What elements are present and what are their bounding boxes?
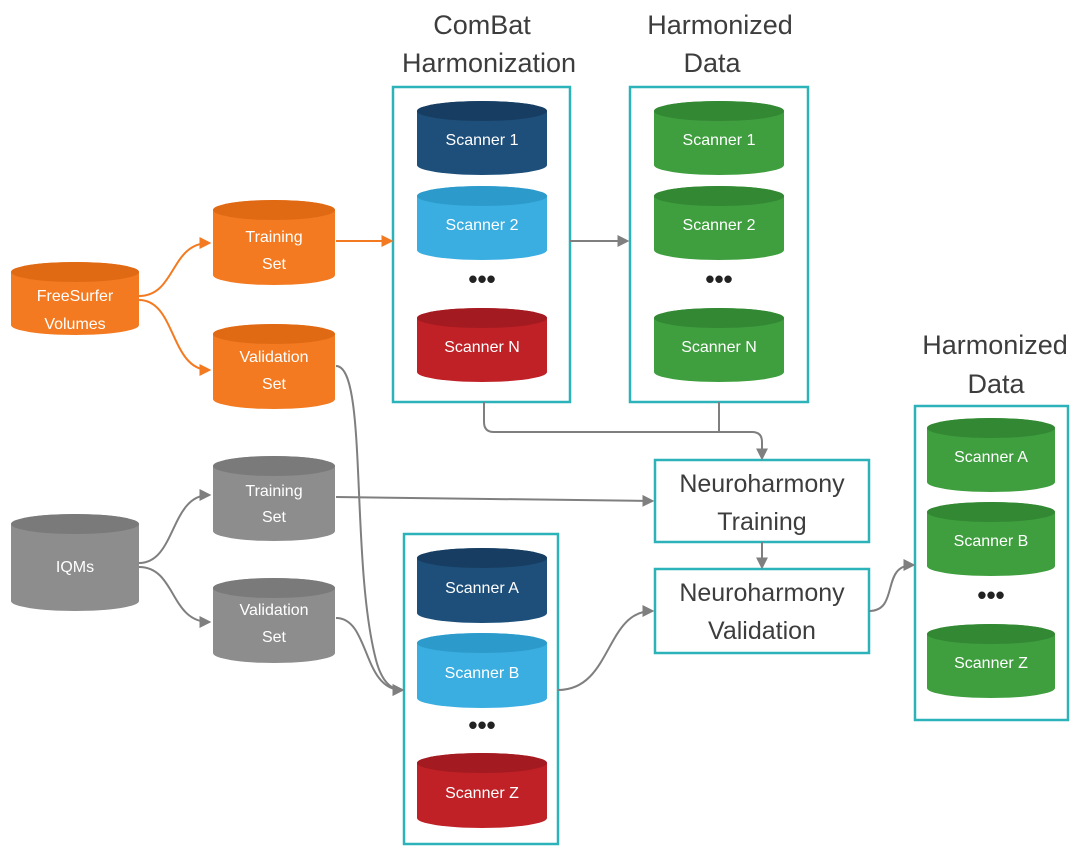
iqm-training-line1: Training xyxy=(245,483,302,500)
harmonized2-scanner-a: Scanner A xyxy=(927,418,1055,492)
heading-harmonized-data: Harmonized Data xyxy=(647,10,793,78)
iqms-label: IQMs xyxy=(56,559,94,576)
fs-validation-line1: Validation xyxy=(239,349,308,366)
combat-scanner-1-label: Scanner 1 xyxy=(446,132,519,149)
arrow-freesurfer-to-training xyxy=(138,237,212,297)
freesurfer-line1: FreeSurfer xyxy=(37,288,114,305)
validation-scanner-a-label: Scanner A xyxy=(445,580,519,597)
heading-harmonized-data-2: Harmonized Data xyxy=(922,330,1068,399)
harmonized-ellipsis: ••• xyxy=(705,264,732,294)
iqm-validation-set-cylinder: Validation Set xyxy=(213,578,335,663)
arrow-neuro-validation-to-harmonized xyxy=(868,559,916,612)
heading-harmonized-line2: Data xyxy=(683,48,741,78)
fs-validation-line2: Set xyxy=(262,376,287,393)
heading-harmonized2-line2: Data xyxy=(967,369,1025,399)
heading-combat-harmonization: ComBat Harmonization xyxy=(402,10,576,78)
combat-scanner-2-label: Scanner 2 xyxy=(446,217,519,234)
harmonized2-scanner-a-label: Scanner A xyxy=(954,449,1028,466)
validation-scanner-z-label: Scanner Z xyxy=(445,785,519,802)
heading-combat-line2: Harmonization xyxy=(402,48,576,78)
arrow-scanners-to-neuro-validation xyxy=(557,605,655,691)
freesurfer-volumes-cylinder: FreeSurfer Volumes xyxy=(11,262,139,335)
iqm-training-line2: Set xyxy=(262,509,287,526)
combat-scanner-n: Scanner N xyxy=(417,308,547,382)
harmonized2-scanner-b: Scanner B xyxy=(927,502,1055,576)
combat-scanner-n-label: Scanner N xyxy=(444,339,520,356)
harmonized2-scanner-z-label: Scanner Z xyxy=(954,655,1028,672)
harmonized2-scanner-z: Scanner Z xyxy=(927,624,1055,698)
freesurfer-line2: Volumes xyxy=(44,316,105,333)
validation-scanner-a: Scanner A xyxy=(417,548,547,623)
fs-training-line2: Set xyxy=(262,256,287,273)
validation-scanner-z: Scanner Z xyxy=(417,753,547,828)
harmonized-scanner-1-label: Scanner 1 xyxy=(683,132,756,149)
validation-scanner-b: Scanner B xyxy=(417,633,547,708)
heading-harmonized2-line1: Harmonized xyxy=(922,330,1068,360)
harmonized2-ellipsis: ••• xyxy=(977,580,1004,610)
fs-validation-set-cylinder: Validation Set xyxy=(213,324,335,409)
iqms-cylinder: IQMs xyxy=(11,514,139,611)
combat-scanner-1: Scanner 1 xyxy=(417,101,547,175)
neuroharmony-validation-line2: Validation xyxy=(708,617,816,645)
fs-training-set-cylinder: Training Set xyxy=(213,200,335,285)
harmonized-scanner-1: Scanner 1 xyxy=(654,101,784,175)
arrow-iqms-to-validation xyxy=(138,566,212,628)
iqm-validation-line1: Validation xyxy=(239,602,308,619)
arrow-freesurfer-to-validation xyxy=(138,299,212,376)
heading-harmonized-line1: Harmonized xyxy=(647,10,793,40)
arrow-iqm-validation-to-scanners xyxy=(335,617,405,696)
iqm-validation-line2: Set xyxy=(262,629,287,646)
neuroharmony-training-line2: Training xyxy=(717,508,806,536)
neuroharmony-training-line1: Neuroharmony xyxy=(679,470,845,498)
combat-ellipsis: ••• xyxy=(468,264,495,294)
heading-combat-line1: ComBat xyxy=(433,10,531,40)
harmonized-scanner-2-label: Scanner 2 xyxy=(683,217,756,234)
arrow-fs-validation-to-scanners xyxy=(335,365,405,696)
fs-training-line1: Training xyxy=(245,229,302,246)
arrow-iqm-training-to-neuro xyxy=(335,494,655,507)
arrow-combat-to-neuro-training xyxy=(483,402,768,461)
harmonized-scanner-n-label: Scanner N xyxy=(681,339,757,356)
iqm-training-set-cylinder: Training Set xyxy=(213,456,335,541)
validation-ellipsis: ••• xyxy=(468,710,495,740)
harmonized-scanner-n: Scanner N xyxy=(654,308,784,382)
harmonized2-scanner-b-label: Scanner B xyxy=(954,533,1029,550)
harmonized-scanner-2: Scanner 2 xyxy=(654,186,784,260)
validation-scanner-b-label: Scanner B xyxy=(445,665,520,682)
arrow-iqms-to-training xyxy=(138,489,212,564)
neuroharmony-validation-line1: Neuroharmony xyxy=(679,579,845,607)
connectors xyxy=(138,235,916,696)
neuroharmony-validation-box xyxy=(653,567,871,655)
combat-scanner-2: Scanner 2 xyxy=(417,186,547,260)
